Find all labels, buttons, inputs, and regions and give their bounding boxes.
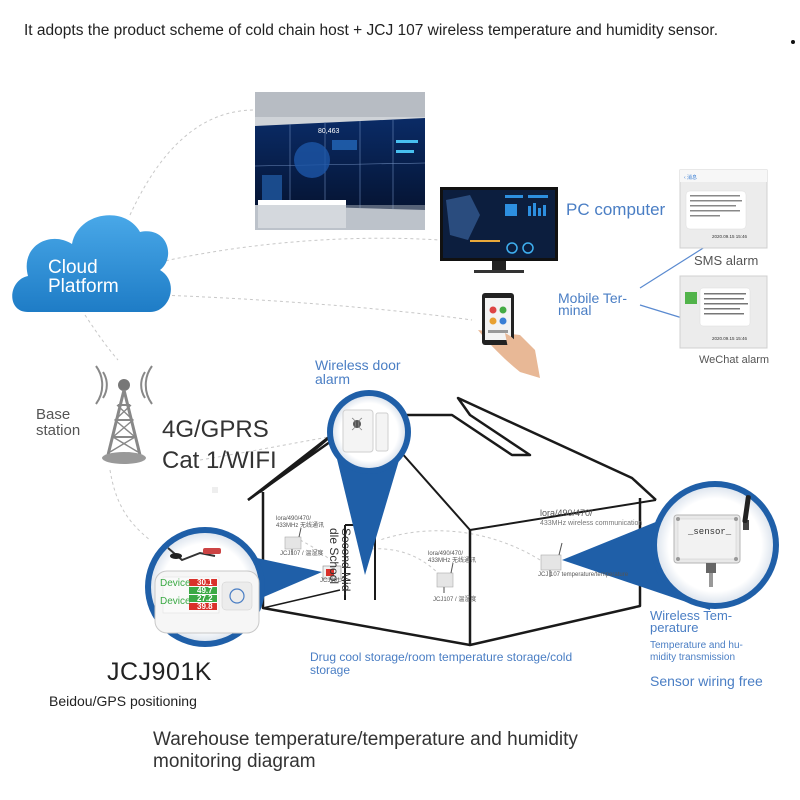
wireless-door-label: Wireless door alarm <box>315 358 401 386</box>
base-station-line-1: Base <box>36 406 71 423</box>
base-station-label: Base station <box>36 407 80 439</box>
antenna-icon <box>742 495 751 530</box>
mobile-terminal-label: Mobile Ter- minal <box>558 290 627 318</box>
arc-sensor-host-2 <box>359 548 441 576</box>
right-sensor-caption: JCJ 107 temperature/temperature <box>538 572 629 578</box>
network-line-2: Cat 1/WIFI <box>162 447 277 474</box>
reading-3: 27.2 <box>197 594 213 603</box>
door-line-1: Wireless door <box>315 357 401 373</box>
sensor-tag-left-line-2: 433MHz 无线通讯 <box>276 523 325 529</box>
connector-sms <box>639 244 709 289</box>
cloud-platform-label: Cloud Platform <box>48 258 119 296</box>
network-label: 4G/GPRS Cat 1/WIFI <box>162 414 277 476</box>
house-roof <box>247 396 657 502</box>
cell-tower-icon <box>95 365 153 464</box>
device-label-2: Device <box>160 596 191 607</box>
base-station-line-2: station <box>36 422 81 439</box>
sensor-tag-mid: lora/490/470/ 433MHz 无线通讯 <box>428 551 476 565</box>
sms-screenshot: ‹ 消息 <box>679 169 768 249</box>
reading-4: 39.8 <box>197 602 213 611</box>
wechat-alarm-label: WeChat alarm <box>699 354 770 366</box>
arc-cloud-phone <box>159 294 473 321</box>
network-line-1: 4G/GPRS <box>162 416 269 443</box>
host-small <box>322 565 342 580</box>
wechat-time: 2020.09.15 15:46 <box>712 336 748 341</box>
sensor-name-mid: JCJ107 / 温湿度 <box>433 597 477 603</box>
mobile-line-1: Mobile Ter- <box>558 290 627 306</box>
title-line-2: monitoring diagram <box>153 751 316 772</box>
host-callout <box>145 527 322 647</box>
sensor-tag-left-line-1: lora/490/470/ <box>276 516 312 522</box>
sms-time: 2020.09.15 15:46 <box>712 234 748 239</box>
cloud-label-line-2: Platform <box>48 276 119 297</box>
sensor-callout <box>562 481 779 610</box>
wireless-temp-line-1: Wireless Tem- <box>650 608 733 623</box>
svg-text:‹ 消息: ‹ 消息 <box>684 174 697 181</box>
reading-2: 49.7 <box>197 586 213 595</box>
stray-mark <box>212 487 218 493</box>
door-sensor-icon <box>342 409 389 453</box>
storage-line-1: Drug cool storage/room temperature stora… <box>310 650 573 664</box>
lora-sub-label: 433MHz wireless communication <box>540 520 643 527</box>
positioning-label: Beidou/GPS positioning <box>49 693 197 709</box>
door-sensor-callout <box>327 390 411 575</box>
sensor-box-icon <box>673 514 741 587</box>
host-antenna <box>167 547 221 562</box>
device-label-1: Device <box>160 578 191 589</box>
stray-mark <box>791 40 795 44</box>
wiring-free-label: Sensor wiring free <box>650 673 763 689</box>
arc-cloud-screen <box>129 109 256 216</box>
host-model-label: JCJ901K <box>107 658 212 686</box>
door-line-2: alarm <box>315 371 351 387</box>
temp-humidity-sub-line-2: midity transmission <box>650 652 736 663</box>
title-line-1: Warehouse temperature/temperature and hu… <box>153 729 578 750</box>
sensor-right <box>540 542 563 577</box>
arc-tower-house <box>199 434 341 461</box>
arc-sensor-host-3 <box>379 530 541 561</box>
storage-label: Drug cool storage/room temperature stora… <box>310 651 630 677</box>
cloud-label-line-1: Cloud <box>48 257 98 278</box>
reading-1: 30.1 <box>197 578 213 587</box>
top-caption: It adopts the product scheme of cold cha… <box>24 22 718 39</box>
sensor-left <box>284 527 302 554</box>
wireless-temp-label: Wireless Tem- perature <box>650 608 733 635</box>
wall-screen-photo <box>254 92 426 230</box>
sensor-brand: _sensor_ <box>688 527 732 537</box>
host-tag: JCJ901A <box>320 578 345 584</box>
wechat-screenshot <box>679 275 768 349</box>
diagram-title: Warehouse temperature/temperature and hu… <box>153 729 578 773</box>
arc-cloud-tower <box>84 314 119 361</box>
school-label: Second Mid-dle School <box>327 528 353 596</box>
temp-humidity-sub-line-1: Temperature and hu- <box>650 640 743 651</box>
sensor-tag-mid-line-1: lora/490/470/ <box>428 551 464 557</box>
sensor-name-left: JCJ107 / 温湿度 <box>280 551 324 557</box>
sms-alarm-label: SMS alarm <box>694 253 759 268</box>
storage-line-2: storage <box>310 663 351 677</box>
mobile-line-2: minal <box>558 302 592 318</box>
sensor-tag-mid-line-2: 433MHz 无线通讯 <box>428 558 477 564</box>
connection-arcs <box>84 109 541 576</box>
sensor-tag-left: lora/490/470/ 433MHz 无线通讯 <box>276 516 324 530</box>
host-device-icon <box>154 570 260 634</box>
cloud-icon <box>12 215 171 312</box>
arc-cloud-pc <box>159 237 441 263</box>
smartphone-icon <box>478 293 540 378</box>
sensor-middle <box>436 562 454 593</box>
wireless-temp-line-2: perature <box>650 620 699 635</box>
wall-screen-number: 80,463 <box>318 128 340 135</box>
arc-tower-host <box>109 469 151 541</box>
monitor-icon <box>440 187 558 273</box>
lora-big-label: lora/490/470/ <box>540 508 593 518</box>
pc-computer-label: PC computer <box>566 200 666 219</box>
temp-humidity-sub-label: Temperature and hu- midity transmission <box>650 640 743 664</box>
